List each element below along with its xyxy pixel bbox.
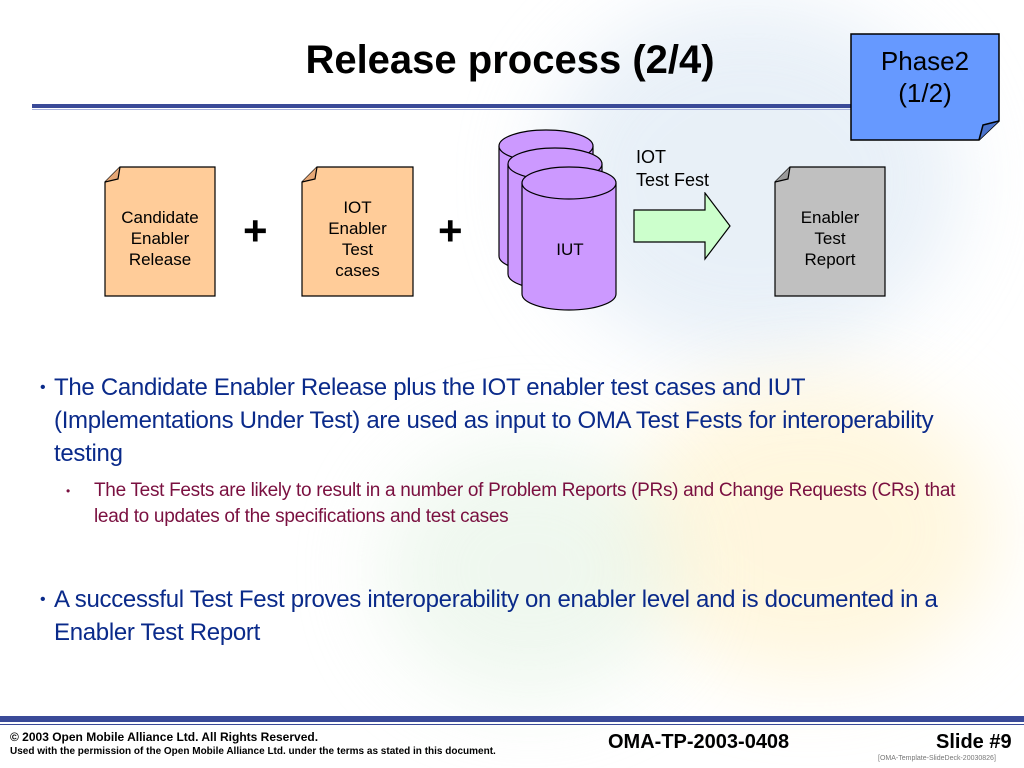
footer-rule-thin [0,724,1024,725]
copyright-text: © 2003 Open Mobile Alliance Ltd. All Rig… [10,730,319,744]
doc-label-line: Test [814,229,846,248]
enabler-test-report-doc [774,166,886,297]
doc-label-line: Release [128,250,192,269]
phase-note [850,33,1000,141]
doc-label-line: IOT [343,198,372,217]
phase-line-1: Phase2 [880,46,970,76]
enabler-test-report-label: Enabler Test Report [774,207,886,270]
iut-label: IUT [556,240,584,259]
background-decoration [380,440,680,700]
iut-cylinders [498,129,617,311]
iot-enabler-test-cases-doc [301,166,414,297]
process-arrow [633,192,731,261]
title-underline [32,104,877,108]
sub-bullet-1-text: The Test Fests are likely to result in a… [94,480,956,527]
template-id: [OMA-Template-SlideDeck-20030826] [878,755,996,762]
iot-test-fest-label: IOT Test Fest [636,146,709,192]
plus-sign: + [243,207,268,254]
bullet-2: • A successful Test Fest proves interope… [40,583,990,649]
title-underline-thin [32,109,877,110]
iut-cylinder-front [521,166,617,311]
candidate-enabler-release-doc [104,166,216,297]
plus-sign: + [438,207,463,254]
slide-number: Slide #9 [936,731,1012,753]
arrow-label-line: Test Fest [636,170,710,190]
document-id: OMA-TP-2003-0408 [608,731,790,753]
slide-title: Release process (2/4) [305,38,715,82]
iot-enabler-test-cases-label: IOT Enabler Test cases [301,197,414,281]
doc-label-line: Candidate [121,208,199,227]
bullet-1-text: The Candidate Enabler Release plus the I… [54,374,934,467]
bullet-2-text: A successful Test Fest proves interopera… [54,586,938,646]
candidate-enabler-release-label: Candidate Enabler Release [104,207,216,270]
background-decoration [620,380,1000,680]
bullet-marker: • [66,484,71,498]
doc-label-line: Test [341,240,374,259]
doc-label-line: Enabler [328,219,387,238]
bullet-marker: • [40,591,46,608]
doc-label-line: Enabler [800,208,860,227]
doc-label-line: cases [335,261,380,280]
bullet-marker: • [40,379,46,396]
arrow-label-line: IOT [636,147,666,167]
phase-line-2: (1/2) [898,78,952,108]
doc-label-line: Enabler [130,229,190,248]
footer-rule [0,716,1024,722]
doc-label-line: Report [804,250,856,269]
phase-label: Phase2 (1/2) [850,45,1000,109]
permission-text: Used with the permission of the Open Mob… [10,746,496,757]
bullet-1: • The Candidate Enabler Release plus the… [40,371,990,470]
sub-bullet-1: • The Test Fests are likely to result in… [66,478,966,530]
